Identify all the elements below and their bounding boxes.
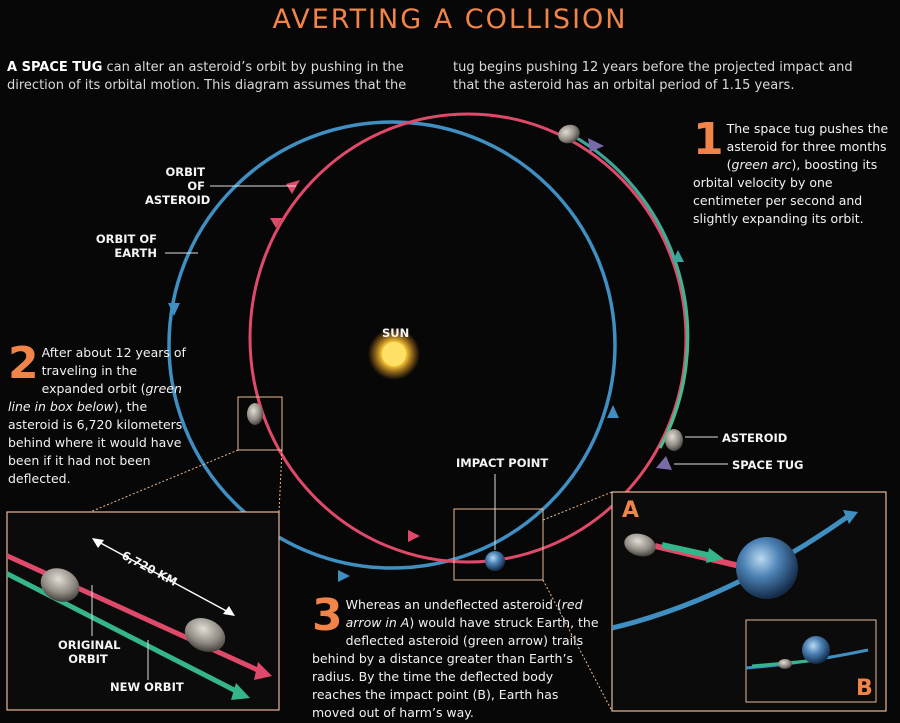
step-3-text-b: ) would have struck Earth, the deflected…	[312, 615, 599, 720]
asteroid-arrow-top	[286, 180, 300, 194]
new-orbit-arrow	[672, 250, 684, 262]
asteroid-deflected	[184, 617, 226, 653]
step-2-text-italic: green line in box below	[8, 381, 182, 414]
intro-left: A SPACE TUG can alter an asteroid’s orbi…	[7, 59, 417, 95]
page-title: AVERTING A COLLISION	[272, 4, 628, 35]
earth-arrow-bottom	[338, 570, 350, 582]
earth-impact	[485, 551, 505, 571]
leader-lines	[165, 185, 728, 550]
step-1-text-italic: green arc	[731, 157, 792, 172]
step-2-text-a: After about 12 years of traveling in the…	[41, 345, 186, 396]
label-original-orbit: ORIGINAL ORBIT	[58, 638, 121, 666]
label-orbit-asteroid: ORBIT OF ASTEROID	[145, 165, 211, 207]
label-sun: SUN	[382, 326, 410, 340]
connector-lines	[89, 449, 613, 712]
asteroid-original	[40, 568, 80, 602]
asteroid-orbit	[248, 112, 688, 564]
earth-arrow-right	[607, 405, 619, 418]
step-3-text-italic: red arrow in A	[345, 597, 583, 630]
original-orbit-line	[7, 553, 264, 675]
impact-box	[453, 508, 544, 581]
intro-lead: A SPACE TUG	[7, 60, 103, 75]
orbit-arrows	[168, 180, 684, 582]
intro-right: tug begins pushing 12 years before the p…	[453, 60, 853, 93]
label-space-tug: SPACE TUG	[732, 458, 804, 472]
label-impact-point: IMPACT POINT	[456, 456, 549, 470]
new-orbit-line	[7, 570, 242, 696]
asteroid-arrow-bottom	[408, 530, 420, 542]
step-3-number: 3	[312, 590, 343, 641]
new-orbit-arc	[569, 132, 690, 449]
step-1-text-b: ), boosting its orbital velocity by one …	[693, 157, 878, 226]
step-1-text-a: The space tug pushes the asteroid for th…	[726, 121, 889, 172]
panel-label-a: A	[622, 498, 640, 523]
space-tug-top	[588, 138, 604, 152]
asteroid-right	[665, 429, 683, 451]
space-tug-right	[656, 456, 672, 470]
panel-label-b: B	[856, 676, 873, 701]
earth-orbit	[167, 120, 617, 570]
step-2-text-b: ), the asteroid is 6,720 kilometers behi…	[8, 399, 183, 486]
earth-orbit-closeup	[612, 512, 852, 631]
asteroid-closeup	[624, 533, 656, 557]
asteroid-arrow-left	[270, 218, 282, 228]
step-2-number: 2	[8, 338, 39, 389]
asteroid-left	[247, 403, 263, 425]
label-asteroid: ASTEROID	[722, 431, 788, 445]
label-orbit-earth: ORBIT OF EARTH	[95, 232, 157, 260]
box-left-marker	[237, 396, 283, 451]
step-3-text-a: Whereas an undeflected asteroid (	[345, 597, 562, 612]
asteroid-top	[558, 124, 580, 144]
earth-arrow-left	[168, 303, 180, 316]
earth-closeup	[736, 537, 798, 599]
intro-left-text: can alter an asteroid’s orbit by pushing…	[7, 60, 407, 93]
label-new-orbit: NEW ORBIT	[110, 680, 184, 694]
step-1-number: 1	[693, 114, 724, 165]
detail-box-left	[6, 511, 280, 711]
